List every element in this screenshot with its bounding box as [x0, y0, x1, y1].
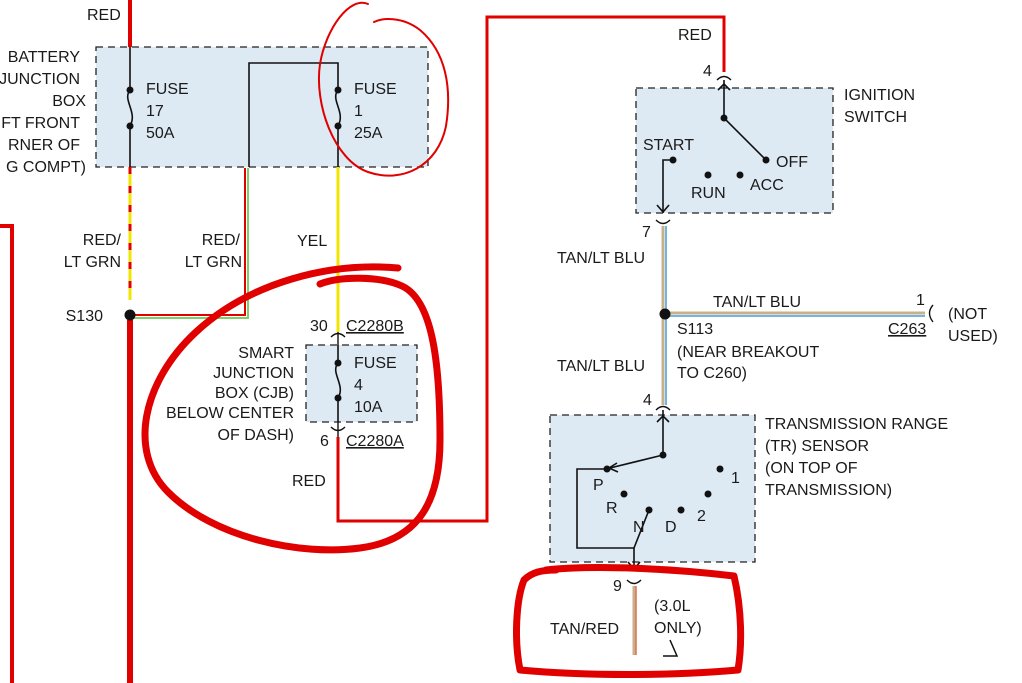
tr-sensor-box: [549, 414, 756, 563]
tr-pos-r: R: [606, 500, 618, 517]
tr-pos-p: P: [593, 477, 604, 494]
ignition-switch-contacts: [656, 80, 770, 214]
annotation-circle-fuse-1: [318, 1, 450, 177]
wire-red-left-edge: [0, 224, 14, 683]
wire-red-lt-grn-1-label-2: LT GRN: [64, 254, 121, 271]
s113-label-line-3: TO C260): [677, 365, 747, 382]
wire-yel-label: YEL: [297, 233, 327, 250]
continuation-arrow-icon: [663, 639, 679, 657]
tr-sensor-contacts: [576, 410, 724, 571]
wire-red-top-label: RED: [678, 27, 712, 44]
fuse-17-label: FUSE: [146, 81, 189, 98]
c2280b-connector: C2280B: [346, 318, 404, 335]
wire-tan-lt-blu-up-label: TAN/LT BLU: [557, 250, 645, 267]
fuse-4-rating: 10A: [354, 399, 383, 416]
ignition-pin-out: 7: [642, 224, 651, 241]
tr-pin-in: 4: [643, 392, 652, 409]
c2280b-pin: 30: [310, 318, 328, 335]
battery-red-label: RED: [87, 7, 121, 24]
not-used-line-1: (NOT: [948, 306, 987, 323]
ignition-label-line-1: IGNITION: [844, 87, 915, 104]
cjb-label-line-3: BOX (CJB): [215, 385, 294, 402]
bjb-label-line-3: BOX: [52, 93, 86, 110]
wire-red-lt-grn-2-red: [130, 168, 246, 316]
ignition-pos-off: OFF: [776, 154, 808, 171]
output-note-line-2: ONLY): [654, 620, 702, 637]
splice-s130-dot: [124, 309, 136, 321]
wire-red-lt-grn-1-label-1: RED/: [83, 232, 122, 249]
wire-red-lt-grn-2-grn: [130, 168, 249, 319]
not-used-line-2: USED): [948, 328, 998, 345]
cjb-label-line-1: SMART: [238, 345, 294, 362]
fuse-1-label: FUSE: [354, 81, 397, 98]
tr-label-line-1: TRANSMISSION RANGE: [765, 416, 948, 433]
cjb-label-line-4: BELOW CENTER: [166, 405, 294, 422]
cjb-label-line-5: OF DASH): [218, 427, 294, 444]
tr-pos-n: N: [633, 519, 645, 536]
fuse-1-rating: 25A: [354, 125, 383, 142]
wire-tan-lt-blu-down-label: TAN/LT BLU: [557, 358, 645, 375]
splice-s130-label: S130: [66, 308, 103, 325]
bjb-label-line-4: FT FRONT: [1, 115, 80, 132]
wire-red-cjb-to-ignition: [336, 15, 726, 523]
bjb-label-line-2: JUNCTION: [0, 71, 80, 88]
fuse-17-symbol: [126, 47, 134, 167]
wire-red-lt-grn-2-label-2: LT GRN: [185, 254, 242, 271]
fuse-17-rating: 50A: [146, 125, 175, 142]
tr-label-line-3: (ON TOP OF: [765, 460, 858, 477]
ignition-pos-start: START: [643, 137, 694, 154]
annotation-box-tan-red: [513, 564, 745, 678]
tr-pos-d: D: [665, 519, 677, 536]
fuse-4-label: FUSE: [354, 355, 397, 372]
tr-pos-1: 1: [731, 470, 740, 487]
bjb-label-line-5: RNER OF: [8, 137, 80, 154]
tr-pin-out: 9: [613, 578, 622, 595]
fuse-4-symbol: [334, 345, 342, 422]
ignition-pos-acc: ACC: [750, 177, 784, 194]
splice-s113-dot: [659, 308, 671, 320]
output-note-line-1: (3.0L: [654, 598, 691, 615]
fuse-4-number: 4: [354, 377, 363, 394]
cjb-label-line-2: JUNCTION: [213, 365, 294, 382]
c2280a-connector: C2280A: [346, 433, 404, 450]
tr-label-line-2: (TR) SENSOR: [765, 438, 869, 455]
annotation-circle-cjb: [141, 263, 444, 554]
c263-connector: C263: [888, 321, 926, 338]
tr-label-line-4: TRANSMISSION): [765, 482, 892, 499]
smart-junction-box: [305, 344, 418, 423]
ignition-pos-run: RUN: [691, 185, 726, 202]
wire-black-fuse1-feed: [248, 62, 339, 167]
battery-junction-box: [95, 46, 429, 168]
s113-label-line-2: (NEAR BREAKOUT: [677, 344, 819, 361]
wire-red-cjb-out-label: RED: [292, 473, 326, 490]
bjb-label-line-1: BATTERY: [8, 49, 81, 66]
ignition-pin-in: 4: [703, 63, 712, 80]
c263-pin: 1: [916, 292, 925, 309]
fuse-17-number: 17: [146, 103, 164, 120]
wire-tan-red-label: TAN/RED: [550, 621, 619, 638]
fuse-1-number: 1: [354, 103, 363, 120]
tr-pos-2: 2: [697, 508, 706, 525]
wire-red-lt-grn-2-label-1: RED/: [202, 232, 241, 249]
ignition-switch-box: [635, 87, 834, 214]
connector-symbols: [330, 75, 934, 585]
ignition-label-line-2: SWITCH: [844, 109, 907, 126]
s113-label-line-1: S113: [677, 321, 713, 338]
wire-tan-lt-blu-right-label: TAN/LT BLU: [713, 294, 801, 311]
c2280a-pin: 6: [320, 433, 329, 450]
bjb-label-line-6: G COMPT): [6, 159, 86, 176]
